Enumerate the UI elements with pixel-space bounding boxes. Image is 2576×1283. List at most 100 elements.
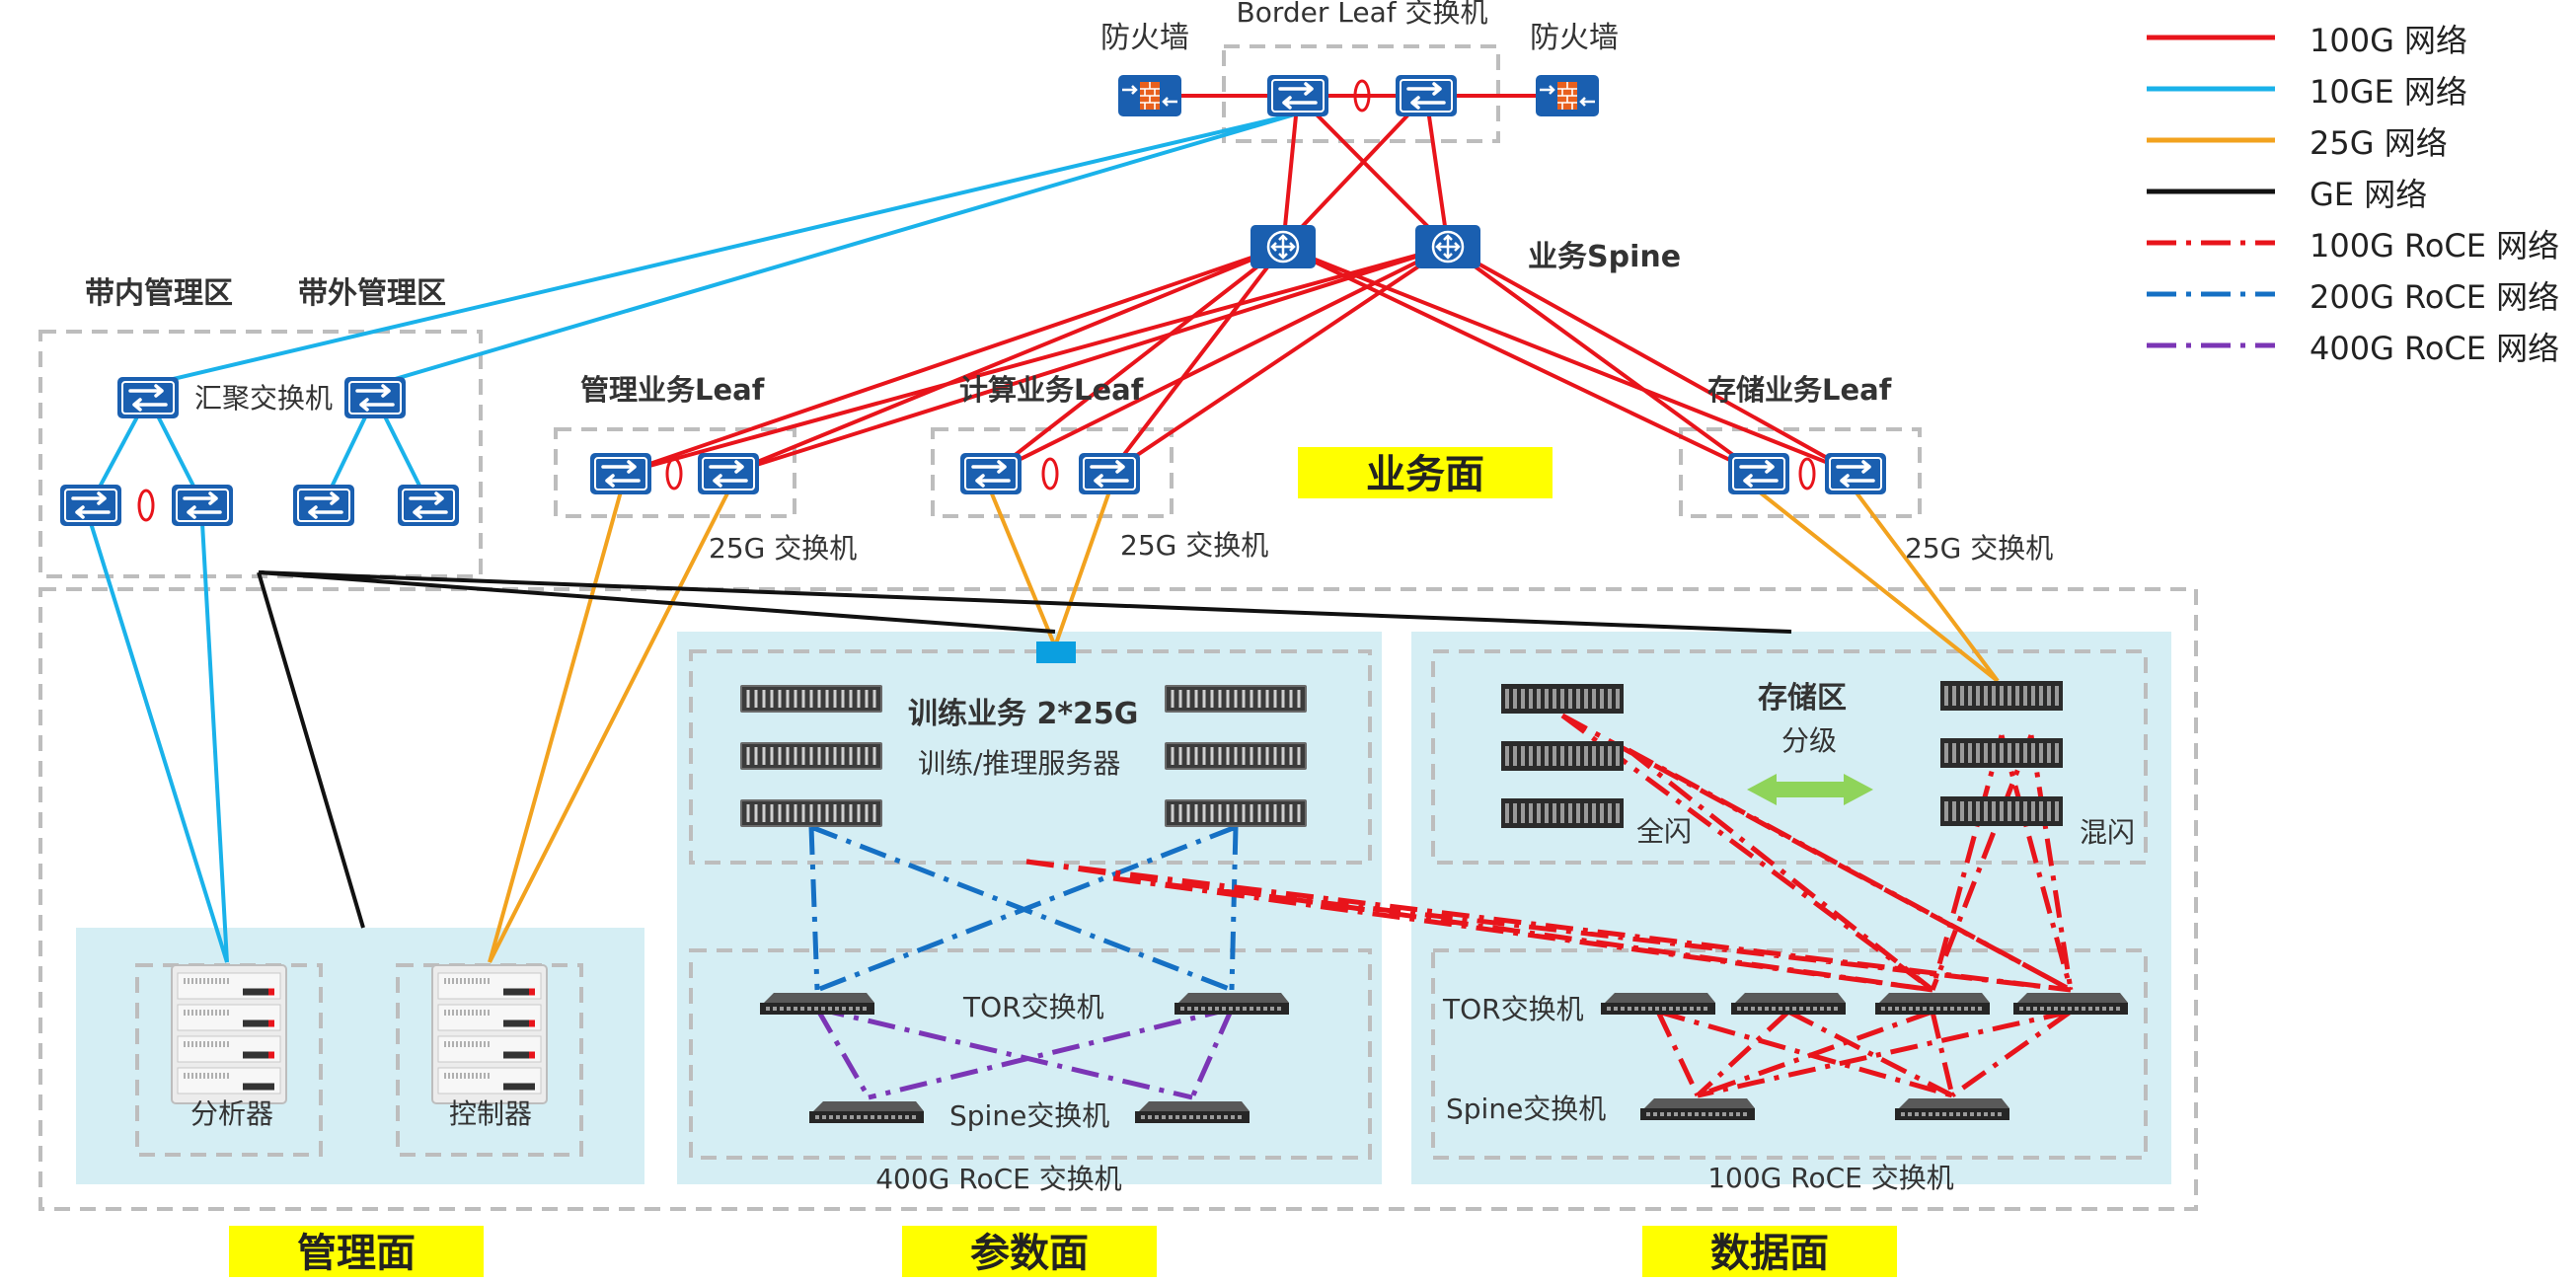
spine-switch-label: Spine交换机: [949, 1099, 1109, 1132]
switch-25g-label: 25G 交换机: [1905, 532, 2053, 565]
tiering-label: 分级: [1781, 724, 1837, 757]
inband-mgmt-label: 带内管理区: [85, 276, 233, 311]
legend-label: 100G RoCE 网络: [2310, 227, 2559, 264]
switch-icon: [696, 451, 761, 496]
switch-25g-label: 25G 交换机: [1120, 529, 1268, 562]
legend-label: GE 网络: [2310, 176, 2427, 213]
bidirectional-arrow-icon: [1747, 774, 1873, 805]
param-switch-box: [689, 948, 1372, 1160]
legend-label: 100G 网络: [2310, 22, 2467, 59]
switch-icon: [1077, 451, 1142, 496]
legend-item: 400G RoCE 网络: [2147, 330, 2559, 367]
flat-switch-icon: [1729, 991, 1848, 1017]
legend-label: 10GE 网络: [2310, 73, 2467, 111]
server-icon: [1163, 740, 1309, 772]
switch-icon: [1823, 451, 1888, 496]
switch-icon: [291, 483, 356, 528]
switch-icon: [58, 483, 123, 528]
plane-labels: 业务面 管理面 参数面 数据面: [229, 447, 1897, 1277]
roce-400g-label: 400G RoCE 交换机: [875, 1163, 1122, 1195]
storage-zone-label: 存储区: [1758, 681, 1847, 716]
mgmt-leaf-label: 管理业务Leaf: [580, 373, 765, 407]
data-plane-label: 数据面: [1710, 1231, 1829, 1276]
storage-array-icon: [1938, 679, 2065, 713]
firewall-label-right: 防火墙: [1530, 21, 1619, 55]
controller-label: 控制器: [449, 1097, 532, 1130]
flat-switch-icon: [1893, 1096, 2011, 1122]
legend-item: 100G RoCE 网络: [2147, 227, 2559, 264]
link-aggregation-icon: [137, 489, 155, 522]
biz-spine-label: 业务Spine: [1528, 240, 1681, 274]
storage-array-icon: [1499, 739, 1626, 773]
server-icon: [738, 797, 884, 829]
devices: [58, 73, 2130, 1125]
storage-array-icon: [1499, 796, 1626, 830]
switch-icon: [115, 375, 181, 420]
server-icon: [738, 740, 884, 772]
border-leaf-label: Border Leaf 交换机: [1236, 0, 1487, 29]
switch-icon: [1265, 73, 1330, 118]
training-biz-label: 训练业务 2*25G: [908, 697, 1138, 731]
link-aggregation-icon: [1041, 457, 1059, 491]
parameter-plane-label: 参数面: [970, 1231, 1089, 1276]
training-servers-box: [689, 649, 1372, 865]
legend-item: GE 网络: [2147, 176, 2427, 213]
legend-item: 25G 网络: [2147, 124, 2448, 162]
legend-item: 10GE 网络: [2147, 73, 2467, 111]
mgmt-zone-box: [38, 330, 483, 578]
analyzer-label: 分析器: [190, 1097, 273, 1130]
switch-icon: [170, 483, 235, 528]
storage-leaf-label: 存储业务Leaf: [1707, 373, 1892, 407]
storage-array-icon: [1938, 794, 2065, 828]
tor-switch-label: TOR交换机: [1442, 993, 1584, 1025]
legend: 100G 网络 10GE 网络 25G 网络 GE 网络 100G RoCE 网…: [2147, 22, 2559, 367]
flat-switch-icon: [1173, 991, 1291, 1017]
switch-icon: [342, 375, 408, 420]
appliance-icon: [432, 965, 547, 1103]
outer-dashed-box: [38, 587, 2198, 1211]
links-100g-roce: [1025, 713, 2074, 1098]
storage-array-icon: [1499, 682, 1626, 716]
switch-icon: [396, 483, 461, 528]
router-icon: [1413, 223, 1482, 270]
switch-icon: [958, 451, 1023, 496]
storage-leaf-box: [1679, 427, 1922, 518]
mgmt-leaf-box: [554, 427, 796, 518]
training-servers-label: 训练/推理服务器: [918, 747, 1120, 780]
storage-array-icon: [1938, 736, 2065, 770]
switch-icon: [1394, 73, 1459, 118]
switch-25g-label: 25G 交换机: [709, 532, 857, 565]
business-plane-label: 业务面: [1366, 452, 1484, 497]
links-100g: [620, 94, 1856, 476]
hybrid-flash-label: 混闪: [2080, 816, 2135, 849]
router-icon: [1249, 223, 1318, 270]
flat-switch-icon: [807, 1099, 926, 1125]
agg-switch-label: 汇聚交换机: [194, 382, 333, 415]
link-aggregation-icon: [665, 457, 683, 491]
flat-switch-icon: [1133, 1099, 1251, 1125]
tor-switch-label: TOR交换机: [962, 991, 1104, 1023]
server-icon: [1163, 683, 1309, 715]
flat-switch-icon: [2011, 991, 2130, 1017]
legend-label: 200G RoCE 网络: [2310, 278, 2559, 316]
flat-switch-icon: [1873, 991, 1992, 1017]
spine-switch-label: Spine交换机: [1446, 1093, 1606, 1125]
firewall-label-left: 防火墙: [1100, 21, 1189, 55]
legend-label: 25G 网络: [2310, 124, 2448, 162]
links-ge: [257, 570, 1792, 929]
firewall-icon: [1534, 73, 1601, 118]
switch-icon: [1726, 451, 1791, 496]
appliance-icon: [172, 965, 286, 1103]
flat-switch-icon: [1599, 991, 1717, 1017]
legend-label: 400G RoCE 网络: [2310, 330, 2559, 367]
outband-mgmt-label: 带外管理区: [298, 276, 446, 311]
legend-item: 100G 网络: [2147, 22, 2467, 59]
firewall-icon: [1116, 73, 1183, 118]
switch-icon: [588, 451, 653, 496]
flat-switch-icon: [758, 991, 876, 1017]
all-flash-label: 全闪: [1636, 815, 1692, 848]
server-icon: [738, 683, 884, 715]
flat-switch-icon: [1638, 1096, 1757, 1122]
compute-leaf-box: [931, 427, 1174, 518]
